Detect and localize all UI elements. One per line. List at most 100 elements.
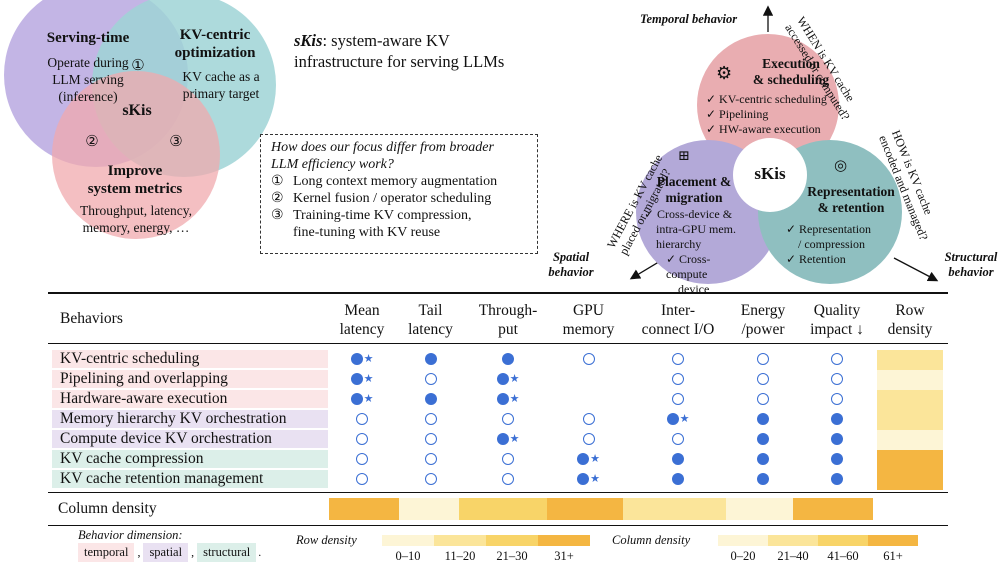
legend-tag-sep1: ,: [137, 545, 141, 559]
retention-icon: ◎: [834, 158, 848, 174]
venn-improve-title-line2: system metrics: [87, 181, 183, 197]
open-circle-marker: [672, 353, 684, 365]
venn-kvcentric-title-line2: optimization: [174, 45, 256, 61]
focus-question-line1: How does our focus differ from broader: [271, 140, 494, 155]
table-top-rule: [48, 292, 948, 294]
column-header-line: /power: [741, 321, 785, 338]
column-header: Energy/power: [730, 301, 796, 339]
focus-item-1-text: Long context memory augmentation: [293, 174, 498, 189]
filled-circle-marker: [757, 453, 769, 465]
table-cell: [403, 470, 458, 488]
representation-item-1: ✓ Representation: [786, 222, 872, 236]
legend-tag-structural: structural: [197, 543, 257, 562]
open-circle-marker: [424, 413, 437, 425]
table-cell: [627, 430, 729, 448]
column-density-cell: [547, 498, 623, 520]
table-cell: ★: [333, 390, 391, 408]
table-row-label: Pipelining and overlapping: [52, 370, 328, 388]
table-cell: [730, 410, 796, 428]
column-header-line: Mean: [344, 302, 380, 319]
table-cell: [797, 470, 877, 488]
venn-serving-title: Serving-time: [46, 30, 130, 46]
table-cell: [627, 450, 729, 468]
representation-items: ✓ Representation / compression ✓ Retenti…: [786, 222, 896, 267]
table-cell: [797, 430, 877, 448]
legend-swatch: [718, 535, 768, 546]
open-circle-marker: [672, 373, 684, 385]
petal-center-label: sKis: [754, 164, 786, 183]
table-cell: [627, 390, 729, 408]
venn-kvcentric-title: KV-centric optimization: [160, 26, 270, 62]
venn-kvcentric-line1: KV cache as a: [182, 69, 260, 84]
filled-circle-marker: [502, 353, 514, 365]
legend-label: 41–60: [827, 549, 859, 563]
row-density-cell: [877, 450, 943, 470]
column-header-line: density: [887, 321, 933, 338]
open-circle-marker: [831, 353, 843, 365]
filled-circle-marker: [831, 433, 843, 445]
placement-title-line1: Placement &: [656, 174, 732, 189]
open-circle-marker: [356, 453, 368, 465]
open-circle-marker: [424, 453, 437, 465]
table-cell: [551, 410, 626, 428]
placement-item-1b: intra-GPU mem.: [656, 222, 736, 236]
open-circle-marker: [672, 433, 684, 445]
filled-circle-marker: [757, 413, 769, 425]
table-cell: [333, 430, 391, 448]
column-header-line: impact ↓: [810, 321, 864, 338]
table-bottom-rule: [48, 525, 948, 526]
execution-items: ✓ KV-centric scheduling ✓ Pipelining ✓ H…: [706, 92, 846, 137]
structural-arrow: [893, 257, 939, 282]
headline-name: sKis: [294, 31, 323, 50]
venn-improve-body: Throughput, latency, memory, energy, …: [66, 202, 206, 236]
filled-circle-marker: [831, 413, 843, 425]
table-cell: [463, 450, 553, 468]
star-icon: ★: [509, 373, 520, 385]
execution-item-1: ✓ KV-centric scheduling: [706, 92, 827, 106]
petal-center: [733, 138, 807, 212]
star-icon: ★: [509, 433, 520, 445]
focus-item-2-num: ②: [271, 191, 284, 206]
row-density-cell: [877, 430, 943, 450]
legend-column-density-title: Column density: [612, 533, 691, 547]
open-circle-marker: [424, 473, 437, 485]
legend-tag-sep3: .: [258, 545, 262, 559]
table-cell: [797, 370, 877, 388]
star-icon: ★: [679, 413, 690, 425]
table-cell: ★: [463, 370, 553, 388]
open-circle-marker: [757, 393, 769, 405]
filled-circle-marker: [350, 393, 363, 405]
table-row-label: KV-centric scheduling: [52, 350, 328, 368]
legend-swatch: [486, 535, 538, 546]
table-cell: [730, 430, 796, 448]
table-cell: [551, 390, 626, 408]
table-cell: [730, 470, 796, 488]
legend-tag-sep2: ,: [191, 545, 195, 559]
table-cell: [730, 370, 796, 388]
table-cell: [730, 350, 796, 368]
venn-serving-line2: LLM serving: [52, 72, 124, 87]
table-cell: ★: [627, 410, 729, 428]
table-mid-rule: [48, 492, 948, 493]
table-cell: [463, 470, 553, 488]
venn-serving-body: Operate during LLM serving (inference): [18, 54, 158, 105]
star-icon: ★: [363, 353, 374, 365]
table-cell: ★: [333, 350, 391, 368]
legend-swatch: [434, 535, 486, 546]
column-header-line: latency: [408, 321, 453, 338]
table-cell: [403, 350, 458, 368]
placement-item-1c: hierarchy: [656, 237, 702, 251]
column-header: Through-put: [463, 301, 553, 339]
execution-title-line2: & scheduling: [752, 72, 830, 87]
execution-title: Execution & scheduling: [736, 56, 846, 88]
table-cell: [627, 370, 729, 388]
table-row-label: Memory hierarchy KV orchestration: [52, 410, 328, 428]
table-cell: [403, 390, 458, 408]
column-density-label: Column density: [58, 500, 157, 517]
open-circle-marker: [831, 393, 843, 405]
table-cell: [730, 390, 796, 408]
legend-swatch: [818, 535, 868, 546]
focus-item-2-text: Kernel fusion / operator scheduling: [293, 191, 492, 206]
star-icon: ★: [509, 393, 520, 405]
